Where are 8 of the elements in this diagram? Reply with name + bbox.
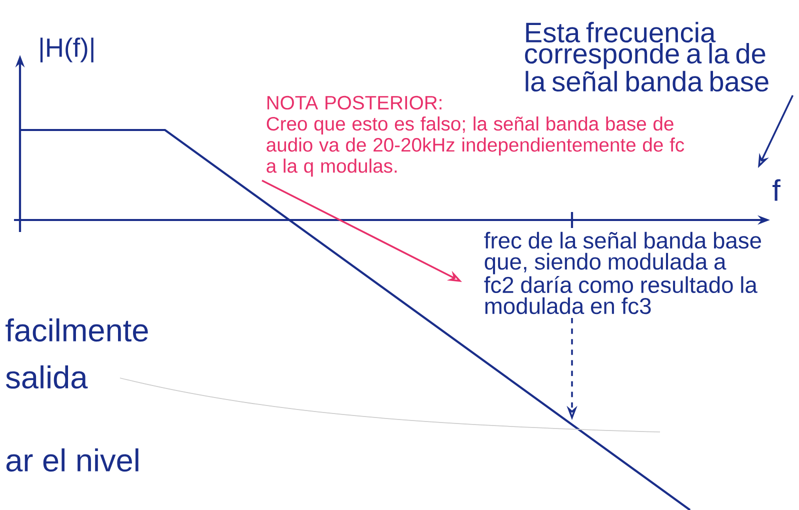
handwritten-label: f — [772, 179, 780, 201]
handwritten-label: facilmente — [6, 318, 148, 342]
handwritten-label: salida — [6, 365, 88, 389]
note-text: Esta frecuencia corresponde a la de la señal banda base — [525, 22, 768, 92]
note-text: NOTA POSTERIOR: Creo que esto es falso; la señal banda base de audio va de 20-20kHz independientemente de fc a la q modulas. — [266, 96, 684, 177]
note-text: frec de la señal banda base que, siendo modulada a fc2 daría como resultado la modulada en fc3 — [484, 232, 761, 314]
handwritten-label: |H(f)| — [40, 38, 94, 62]
handwritten-label: ar el nivel — [6, 448, 138, 472]
